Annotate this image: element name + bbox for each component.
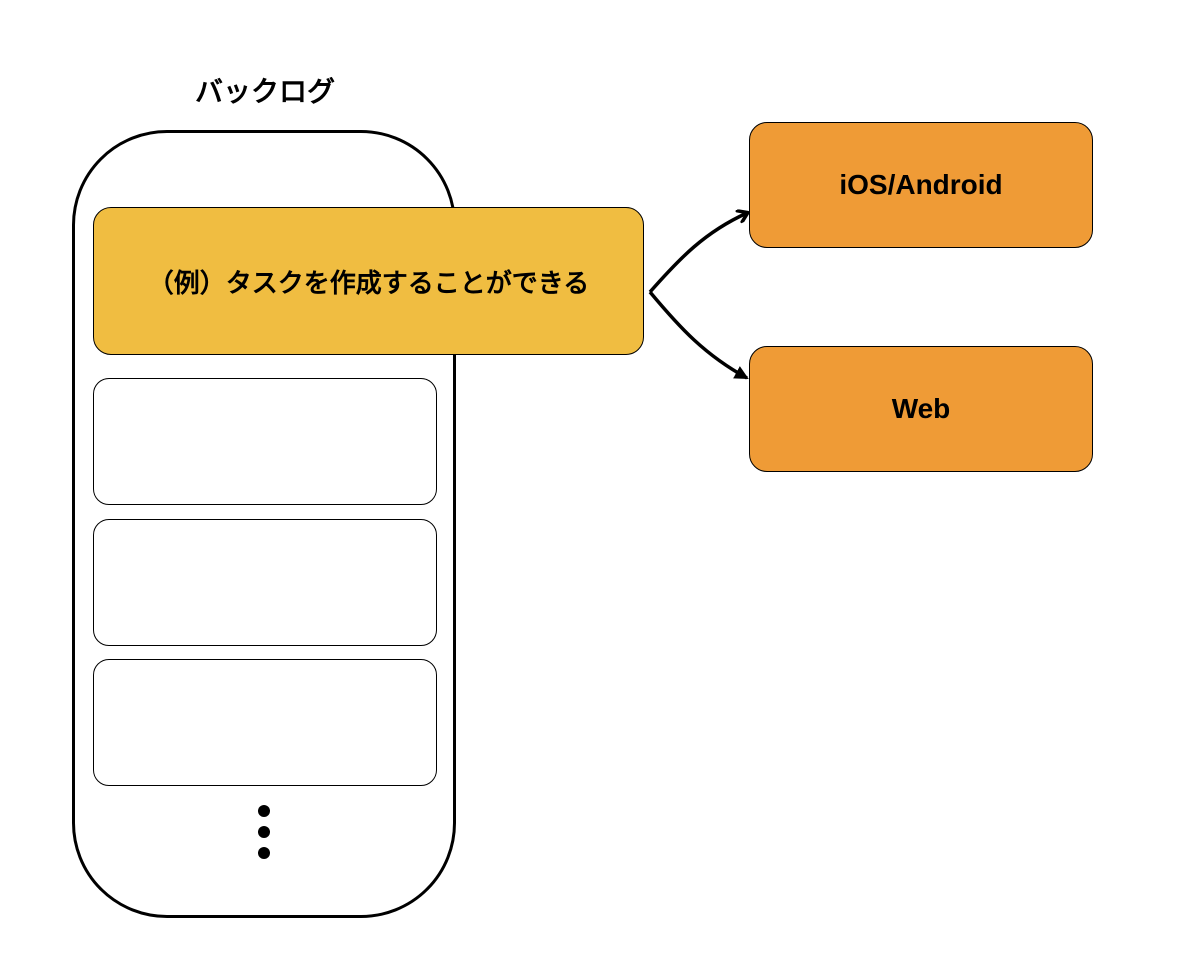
more-dot-2 xyxy=(258,826,270,838)
backlog-item-empty-1 xyxy=(93,378,437,505)
arrow-to-web xyxy=(648,290,749,380)
platform-ios-android-box: iOS/Android xyxy=(749,122,1093,248)
more-dot-3 xyxy=(258,847,270,859)
highlighted-backlog-item: （例）タスクを作成することができる xyxy=(93,207,644,355)
more-dot-1 xyxy=(258,805,270,817)
backlog-item-empty-3 xyxy=(93,659,437,786)
backlog-title: バックログ xyxy=(194,75,335,108)
arrow-to-ios-android xyxy=(648,213,747,294)
backlog-item-empty-2 xyxy=(93,519,437,646)
platform-web-box: Web xyxy=(749,346,1093,472)
